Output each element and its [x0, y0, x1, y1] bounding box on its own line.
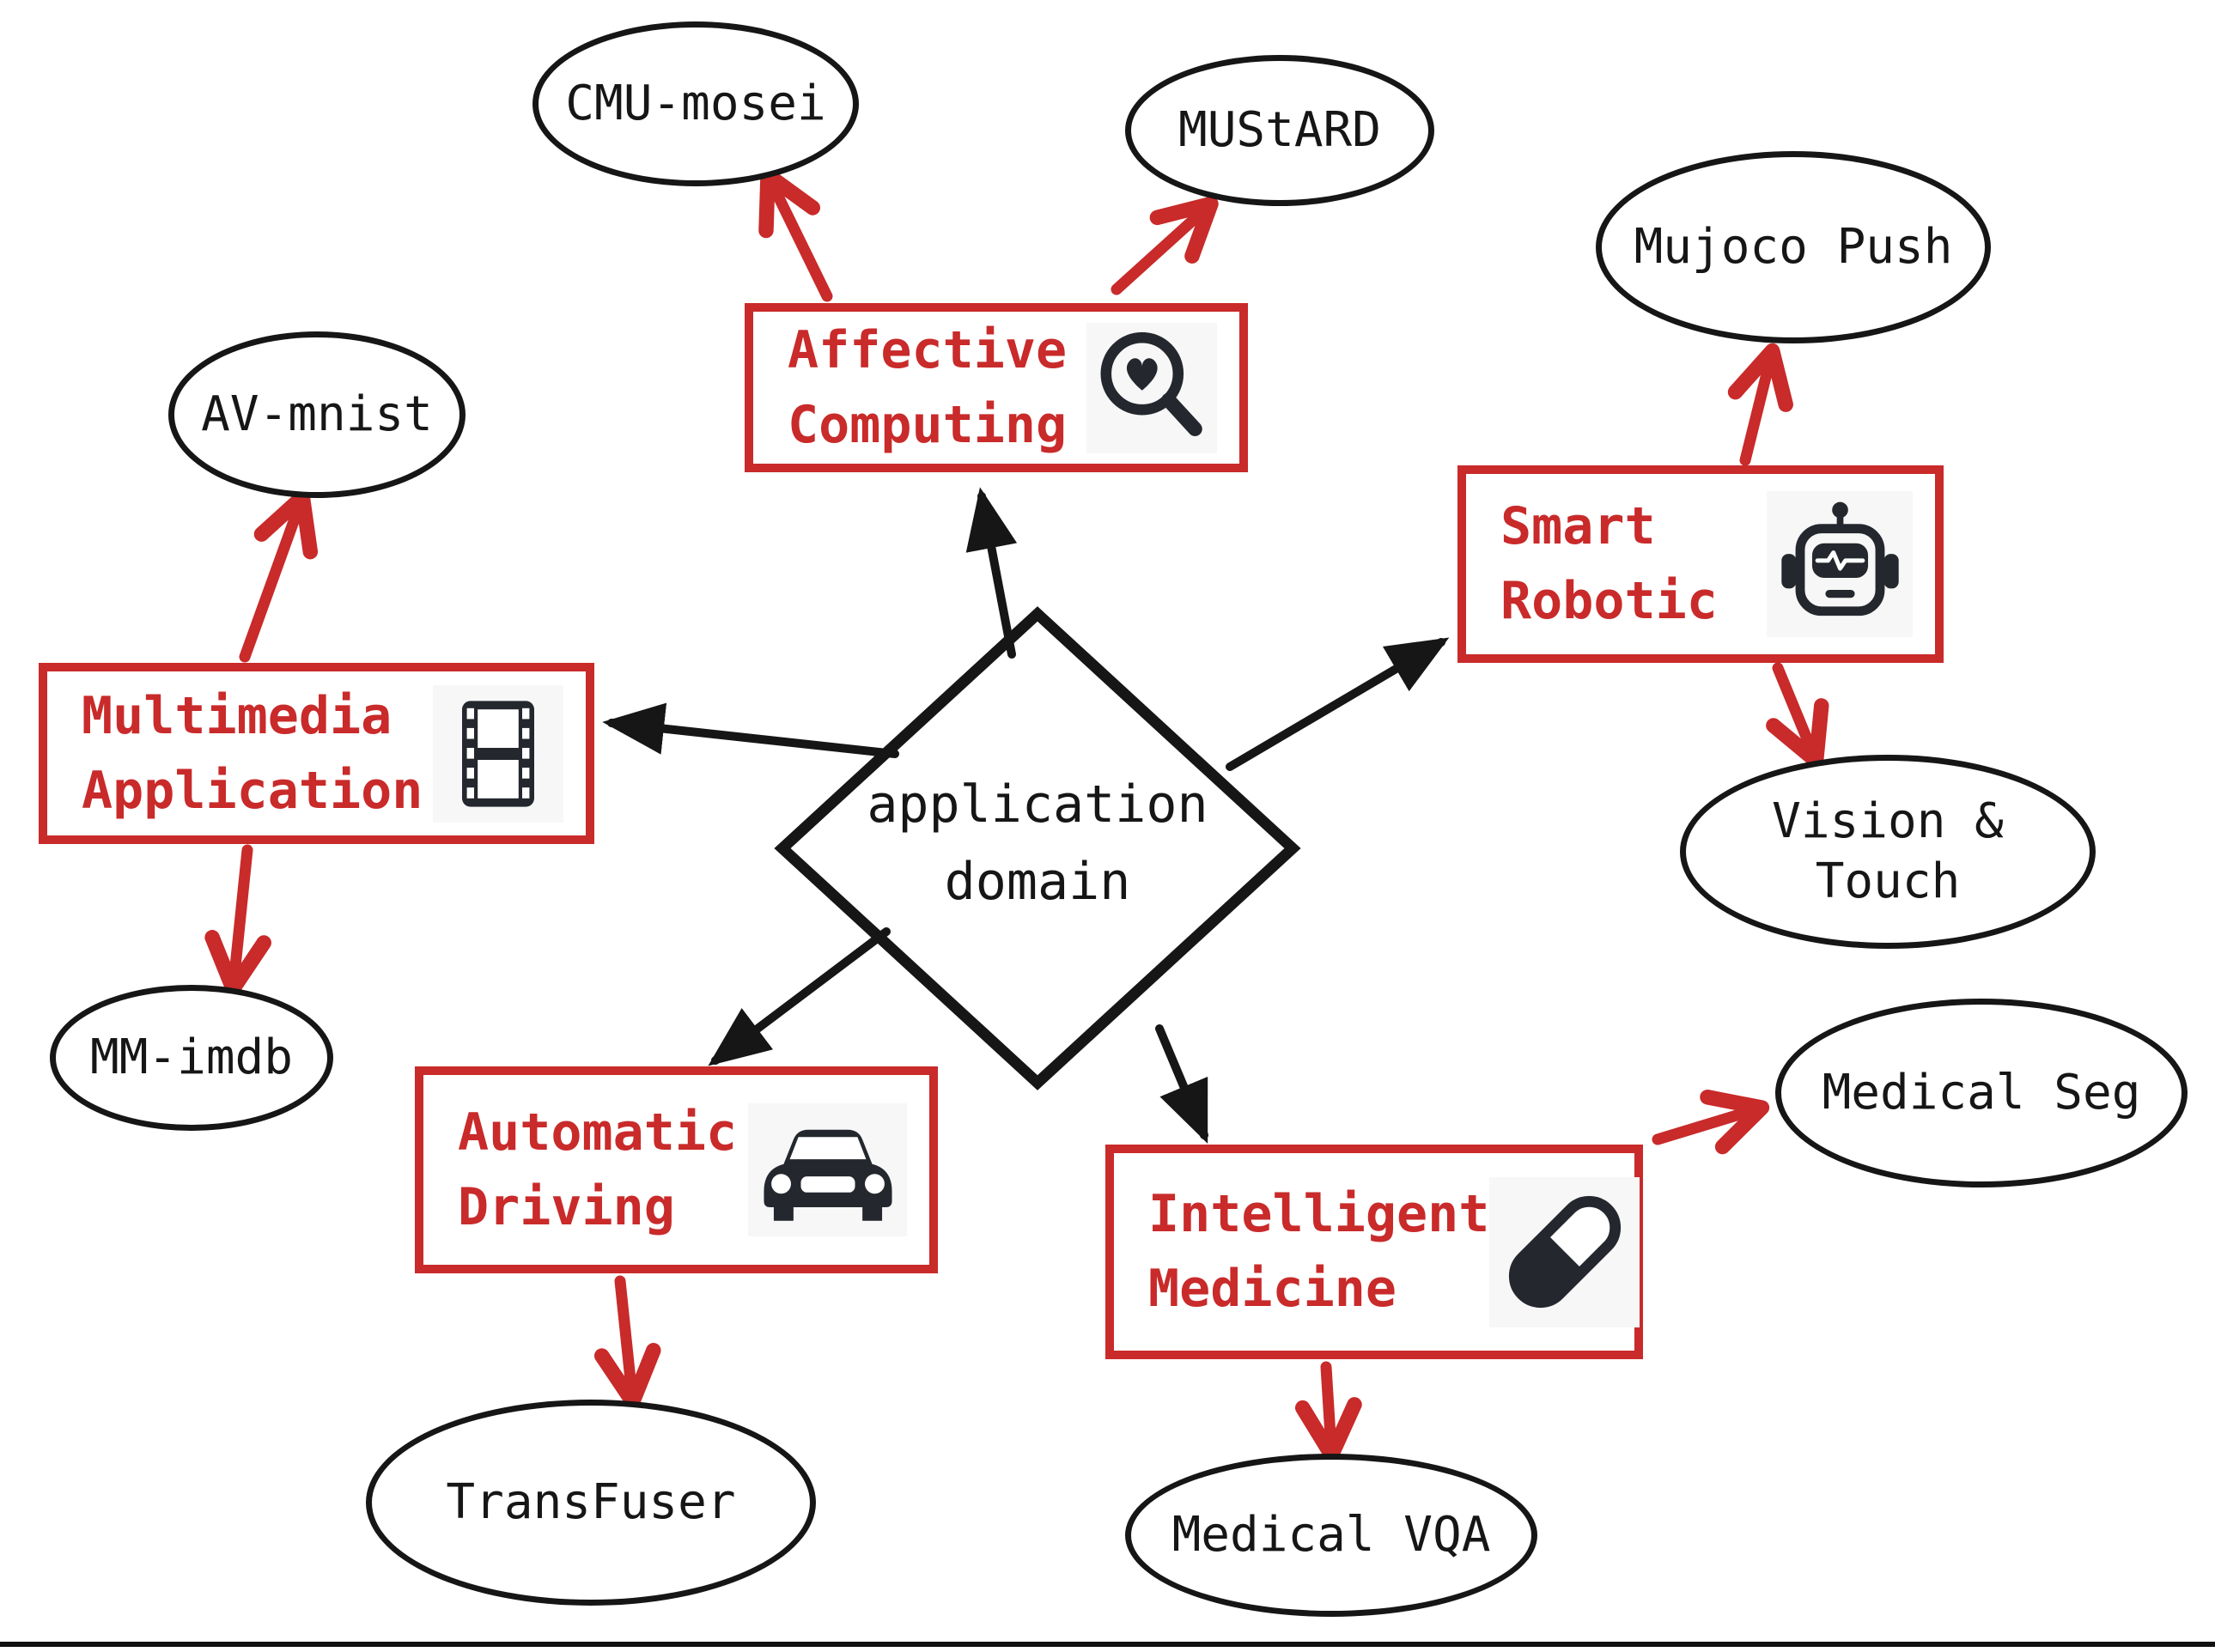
dataset-node-av-mnist: AV-mnist: [168, 331, 466, 498]
dataset-node-mujoco-push: Mujoco Push: [1596, 151, 1991, 343]
pill-icon: [1489, 1176, 1640, 1327]
edge-affective-to-mustard: [1111, 196, 1219, 295]
robot-icon: [1767, 491, 1913, 637]
edge-automatic-to-transfuser: [593, 1275, 661, 1410]
domain-box-multimedia-application: Multimedia Application: [39, 663, 594, 844]
dataset-node-transfuser: TransFuser: [366, 1400, 816, 1606]
domain-label: Multimedia Application: [82, 685, 423, 821]
application-domain-label: application domain: [867, 774, 1208, 912]
black-arrows: [602, 487, 1450, 1144]
domain-label: Smart Robotic: [1500, 496, 1718, 631]
application-domain-diamond: [774, 606, 1301, 1090]
dataset-node-vision-touch: Vision & Touch: [1680, 755, 2096, 949]
domain-label: Intelligent Medicine: [1148, 1184, 1490, 1319]
dataset-label: TransFuser: [446, 1474, 736, 1530]
dataset-node-mustard: MUStARD: [1125, 55, 1434, 206]
dataset-label: Mujoco Push: [1634, 219, 1953, 275]
edge-domain-to-robotic: [1226, 637, 1450, 771]
domain-box-intelligent-medicine: Intelligent Medicine: [1105, 1145, 1643, 1359]
dataset-label: Medical VQA: [1171, 1507, 1491, 1563]
edge-domain-to-multimedia: [602, 702, 899, 758]
edge-affective-to-cmu-mosei: [758, 167, 833, 302]
edge-robotic-to-mujoco: [1727, 343, 1793, 466]
dataset-node-medical-vqa: Medical VQA: [1125, 1454, 1537, 1617]
edge-medicine-to-medical-vqa: [1294, 1361, 1362, 1463]
edge-domain-to-automatic: [708, 927, 891, 1066]
dataset-node-cmu-mosei: CMU-mosei: [532, 21, 859, 186]
dataset-label: MUStARD: [1177, 102, 1381, 158]
dataset-node-mm-imdb: MM-imdb: [50, 985, 333, 1131]
dataset-label: CMU-mosei: [565, 76, 826, 131]
heart-search-icon: [1086, 322, 1217, 453]
dataset-node-medical-seg: Medical Seg: [1775, 999, 2188, 1187]
red-arrows: [204, 167, 1829, 1463]
domain-box-smart-robotic: Smart Robotic: [1457, 465, 1944, 663]
car-icon: [748, 1103, 907, 1236]
dataset-label: AV-mnist: [201, 386, 433, 442]
edge-domain-to-medicine: [1155, 1024, 1208, 1144]
bottom-rule: [0, 1642, 2215, 1647]
dataset-label: Vision & Touch: [1772, 793, 2004, 909]
edge-multimedia-to-av-mnist: [239, 489, 319, 663]
domain-box-affective-computing: Affective Computing: [745, 303, 1248, 472]
dataset-label: MM-imdb: [89, 1029, 293, 1085]
domain-box-automatic-driving: Automatic Driving: [415, 1066, 938, 1273]
edge-robotic-to-vision-touch: [1766, 662, 1829, 768]
domain-label: Automatic Driving: [458, 1102, 738, 1237]
edge-domain-to-affective: [965, 487, 1018, 659]
edge-medicine-to-medical-seg: [1652, 1090, 1770, 1155]
dataset-label: Medical Seg: [1822, 1065, 2141, 1121]
edge-multimedia-to-mm-imdb: [204, 844, 271, 997]
film-icon: [433, 684, 563, 823]
domain-label: Affective Computing: [788, 319, 1068, 455]
